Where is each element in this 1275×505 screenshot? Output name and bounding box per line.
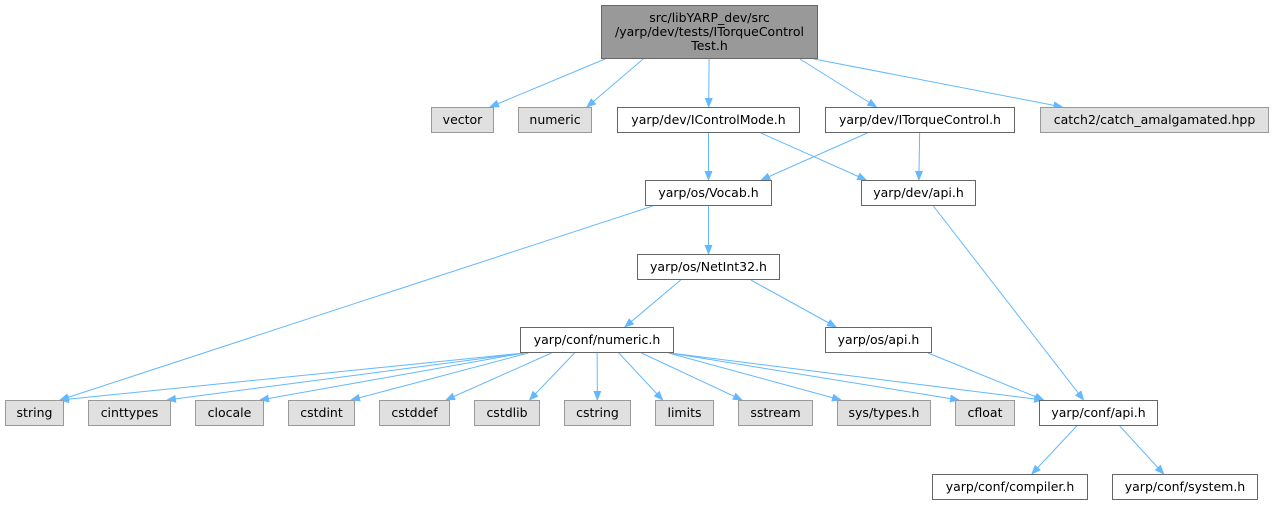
- node-cstring[interactable]: cstring: [564, 400, 631, 426]
- edge-confnumeric-to-string: [59, 352, 525, 404]
- edge-confnumeric-to-cstddef: [445, 352, 552, 401]
- node-os-netint32[interactable]: yarp/os/NetInt32.h: [637, 254, 780, 280]
- edge-root-to-vector: [489, 58, 606, 108]
- edge-vocab-to-string: [59, 205, 653, 402]
- edge-confnumeric-to-cstdint: [350, 352, 529, 402]
- edges-layer: [59, 58, 1165, 475]
- edge-confnumeric-to-clocale: [259, 352, 525, 403]
- node-catch2-amalgamated[interactable]: catch2/catch_amalgamated.hpp: [1040, 107, 1269, 133]
- node-sys-types[interactable]: sys/types.h: [837, 400, 931, 426]
- node-cinttypes[interactable]: cinttypes: [88, 400, 171, 426]
- node-cstdint[interactable]: cstdint: [288, 400, 355, 426]
- edge-itorquecontrol-to-devapi: [915, 132, 924, 181]
- node-vector[interactable]: vector: [431, 107, 494, 133]
- node-sstream[interactable]: sstream: [738, 400, 813, 426]
- edge-confnumeric-to-sstream: [641, 352, 743, 401]
- node-conf-api[interactable]: yarp/conf/api.h: [1039, 400, 1158, 426]
- edge-confapi-to-confsystem: [1119, 425, 1165, 475]
- edge-confnumeric-to-systypes: [668, 352, 842, 402]
- edge-root-to-catch2: [813, 58, 1064, 110]
- node-dev-api[interactable]: yarp/dev/api.h: [861, 180, 976, 206]
- node-cfloat[interactable]: cfloat: [955, 400, 1015, 426]
- edge-confnumeric-to-cinttypes: [166, 352, 525, 403]
- node-conf-compiler[interactable]: yarp/conf/compiler.h: [932, 474, 1088, 500]
- edge-confnumeric-to-confapi: [669, 352, 1044, 403]
- edge-itorquecontrol-to-vocab: [760, 132, 868, 181]
- node-clocale[interactable]: clocale: [195, 400, 264, 426]
- node-itorquecontrol[interactable]: yarp/dev/ITorqueControl.h: [825, 107, 1015, 133]
- edge-confnumeric-to-cfloat: [669, 352, 960, 403]
- edge-confapi-to-confcompiler: [1031, 425, 1078, 475]
- node-cstddef[interactable]: cstddef: [379, 400, 450, 426]
- edge-root-to-numeric: [586, 58, 644, 108]
- node-cstdlib[interactable]: cstdlib: [474, 400, 540, 426]
- node-conf-system[interactable]: yarp/conf/system.h: [1112, 474, 1258, 500]
- node-os-api[interactable]: yarp/os/api.h: [825, 327, 932, 353]
- node-root-header[interactable]: src/libYARP_dev/src /yarp/dev/tests/ITor…: [601, 5, 818, 59]
- edge-osapi-to-confapi: [927, 352, 1045, 401]
- node-string[interactable]: string: [5, 400, 64, 426]
- edge-root-to-itorquecontrol: [799, 58, 878, 108]
- node-limits[interactable]: limits: [655, 400, 714, 426]
- edge-confnumeric-to-limits: [618, 352, 664, 401]
- node-icontrolmode[interactable]: yarp/dev/IControlMode.h: [617, 107, 800, 133]
- node-numeric[interactable]: numeric: [518, 107, 592, 133]
- edge-netint32-to-osapi: [750, 279, 837, 328]
- node-os-vocab[interactable]: yarp/os/Vocab.h: [645, 180, 772, 206]
- edge-devapi-to-confapi: [932, 205, 1085, 401]
- node-conf-numeric[interactable]: yarp/conf/numeric.h: [520, 327, 674, 353]
- edge-confnumeric-to-cstdlib: [528, 352, 575, 401]
- edge-netint32-to-confnumeric: [624, 279, 682, 328]
